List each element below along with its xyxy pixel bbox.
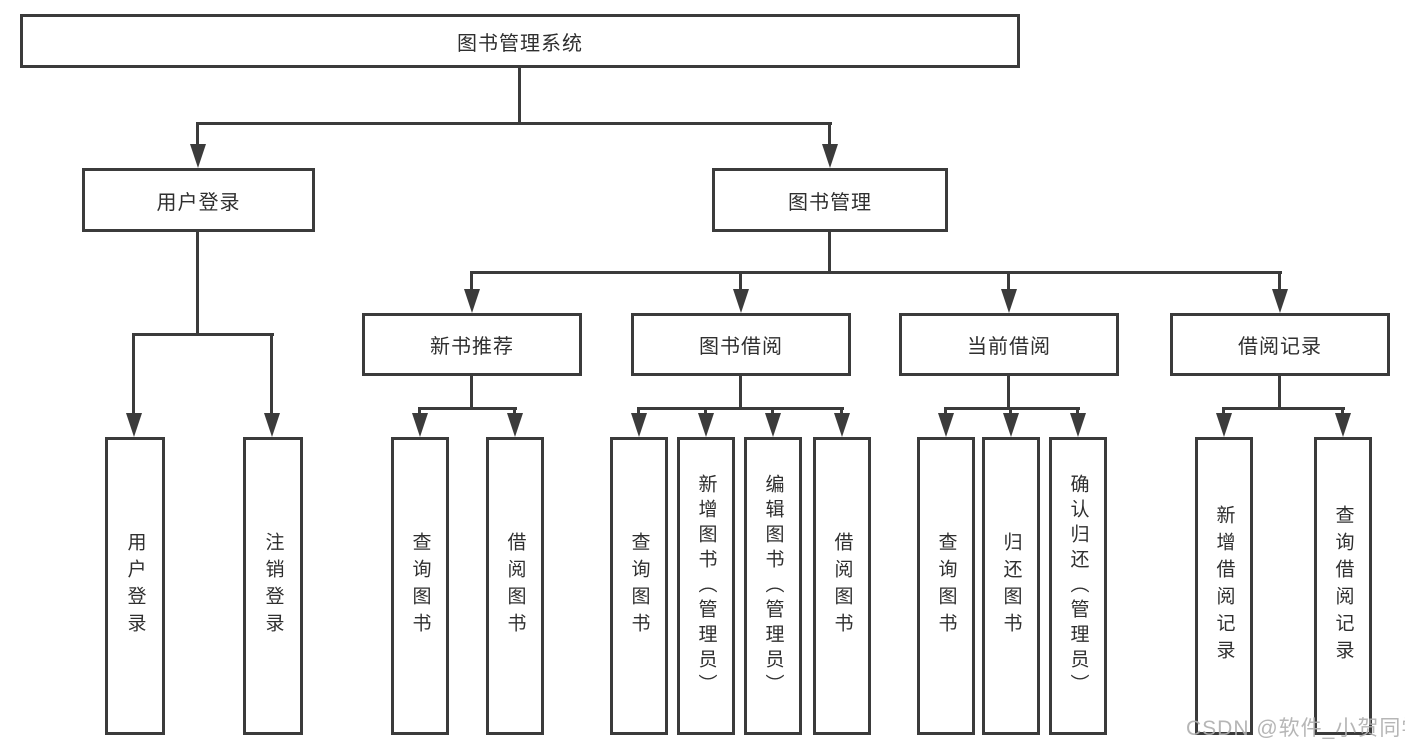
arrow-down-icon <box>1003 413 1019 437</box>
connector-stem <box>828 232 831 274</box>
arrow-down-icon <box>1216 413 1232 437</box>
connector-bar <box>944 407 1080 410</box>
arrow-down-icon <box>733 289 749 313</box>
connector-bar <box>470 271 1282 274</box>
arrow-down-icon <box>412 413 428 437</box>
arrow-down-icon <box>822 144 838 168</box>
connector-drop <box>771 407 774 417</box>
connector-drop <box>637 407 640 417</box>
connector-drop <box>1222 407 1225 417</box>
arrow-down-icon <box>507 413 523 437</box>
node-bb-edit-books-admin: 编辑图书（管理员） <box>744 437 802 735</box>
arrow-down-icon <box>126 413 142 437</box>
connector-bar <box>1222 407 1345 410</box>
connector-stem <box>739 376 742 410</box>
arrow-down-icon <box>1001 289 1017 313</box>
node-nbr-borrow-books: 借阅图书 <box>486 437 544 735</box>
arrow-down-icon <box>631 413 647 437</box>
connector-stem <box>1007 376 1010 410</box>
node-new-book-recommend: 新书推荐 <box>362 313 582 376</box>
node-cb-return-books: 归还图书 <box>982 437 1040 735</box>
node-bb-borrow-books: 借阅图书 <box>813 437 871 735</box>
arrow-down-icon <box>1335 413 1351 437</box>
arrow-down-icon <box>938 413 954 437</box>
node-label: 新增借阅记录 <box>1213 505 1235 667</box>
node-br-query-record: 查询借阅记录 <box>1314 437 1372 735</box>
arrow-down-icon <box>464 289 480 313</box>
arrow-down-icon <box>765 413 781 437</box>
arrow-down-icon <box>264 413 280 437</box>
connector-drop <box>270 333 273 415</box>
node-leaf-user-login: 用户登录 <box>105 437 165 735</box>
node-label: 新书推荐 <box>430 336 514 358</box>
node-label: 用户登录 <box>156 191 241 214</box>
connector-drop <box>828 122 831 146</box>
node-label: 确认归还（管理员） <box>1067 473 1089 699</box>
node-label: 图书管理 <box>788 191 872 214</box>
connector-stem <box>1278 376 1281 410</box>
connector-drop <box>1007 271 1010 291</box>
arrow-down-icon <box>190 144 206 168</box>
connector-bar <box>418 407 517 410</box>
connector-bar <box>637 407 844 410</box>
arrow-down-icon <box>1070 413 1086 437</box>
node-book-borrowing: 图书借阅 <box>631 313 851 376</box>
connector-drop <box>513 407 516 417</box>
connector-drop <box>196 122 199 146</box>
node-br-add-record: 新增借阅记录 <box>1195 437 1253 735</box>
connector-root-bar <box>196 122 832 125</box>
node-label: 借阅记录 <box>1238 336 1322 358</box>
connector-drop <box>1009 407 1012 417</box>
connector-drop <box>704 407 707 417</box>
connector-drop <box>470 271 473 291</box>
connector-stem <box>196 232 199 336</box>
connector-bar <box>132 333 274 336</box>
arrow-down-icon <box>698 413 714 437</box>
connector-drop <box>1278 271 1281 291</box>
node-nbr-query-books: 查询图书 <box>391 437 449 735</box>
node-book-management-branch: 图书管理 <box>712 168 948 232</box>
connector-drop <box>1076 407 1079 417</box>
node-label: 查询图书 <box>628 532 650 640</box>
connector-drop <box>944 407 947 417</box>
node-bb-add-books-admin: 新增图书（管理员） <box>677 437 735 735</box>
connector-drop <box>132 333 135 415</box>
node-label: 图书借阅 <box>699 336 783 358</box>
node-label: 图书管理系统 <box>457 32 583 55</box>
node-label: 归还图书 <box>1000 532 1022 640</box>
node-bb-query-books: 查询图书 <box>610 437 668 735</box>
csdn-watermark: CSDN @软件_小贺同学 <box>1186 717 1405 740</box>
node-cb-query-books: 查询图书 <box>917 437 975 735</box>
connector-drop <box>739 271 742 291</box>
node-label: 查询图书 <box>409 532 431 640</box>
connector-drop <box>840 407 843 417</box>
connector-drop <box>1341 407 1344 417</box>
node-borrowing-records: 借阅记录 <box>1170 313 1390 376</box>
node-label: 借阅图书 <box>504 532 526 640</box>
node-label: 用户登录 <box>124 532 146 640</box>
node-label: 当前借阅 <box>967 336 1051 358</box>
node-label: 编辑图书（管理员） <box>762 473 784 699</box>
node-root-book-management-system: 图书管理系统 <box>20 14 1020 68</box>
connector-root-stem <box>518 68 521 124</box>
connector-stem <box>470 376 473 410</box>
node-label: 查询借阅记录 <box>1332 505 1354 667</box>
node-current-borrowing: 当前借阅 <box>899 313 1119 376</box>
node-label: 注销登录 <box>262 532 284 640</box>
node-label: 借阅图书 <box>831 532 853 640</box>
arrow-down-icon <box>1272 289 1288 313</box>
node-cb-confirm-return-admin: 确认归还（管理员） <box>1049 437 1107 735</box>
node-leaf-logout: 注销登录 <box>243 437 303 735</box>
arrow-down-icon <box>834 413 850 437</box>
node-user-login-branch: 用户登录 <box>82 168 315 232</box>
connector-drop <box>418 407 421 417</box>
node-label: 查询图书 <box>935 532 957 640</box>
node-label: 新增图书（管理员） <box>695 473 717 699</box>
